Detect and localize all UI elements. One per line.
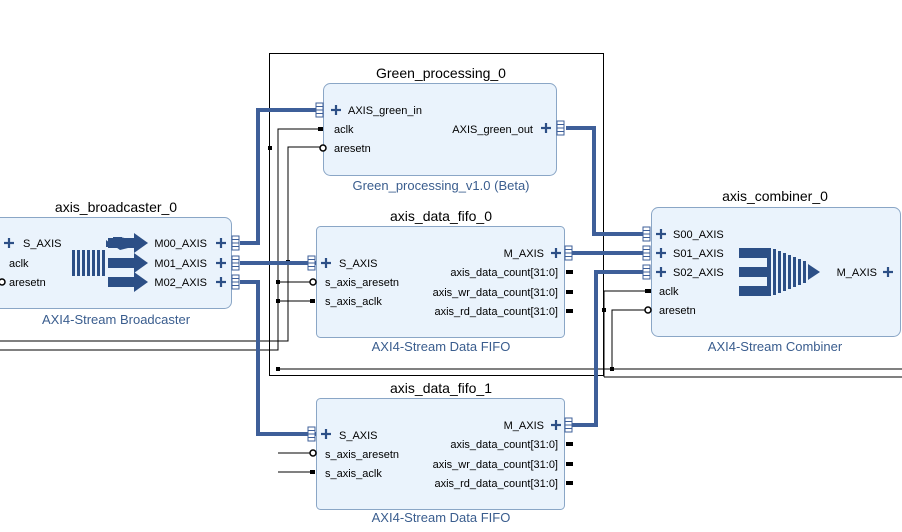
port-aresetn[interactable]: aresetn (0, 277, 46, 289)
svg-text:aclk: aclk (659, 286, 679, 298)
port-aclk[interactable]: aclk (318, 124, 354, 136)
block-instance-name: axis_data_fifo_1 (390, 380, 492, 396)
port-m-axis[interactable]: M_AXIS (837, 267, 893, 279)
svg-text:M02_AXIS: M02_AXIS (154, 277, 207, 289)
svg-text:S00_AXIS: S00_AXIS (673, 229, 724, 241)
port-axis-rd-data-count[interactable]: axis_rd_data_count[31:0] (434, 306, 573, 318)
block-green-processing[interactable]: Green_processing_0 Green_processing_v1.0… (315, 65, 565, 193)
port-aresetn[interactable]: aresetn (319, 143, 371, 155)
port-aresetn[interactable]: aresetn (644, 305, 696, 317)
svg-text:axis_data_count[31:0]: axis_data_count[31:0] (450, 439, 558, 451)
svg-text:AXIS_green_in: AXIS_green_in (348, 105, 422, 117)
port-s-axis[interactable]: S_AXIS (307, 426, 378, 442)
port-m-axis[interactable]: M_AXIS (504, 417, 573, 433)
svg-text:M01_AXIS: M01_AXIS (154, 258, 207, 270)
block-axis-combiner[interactable]: axis_combiner_0 AXI4-Stream Combiner S00… (642, 188, 901, 354)
port-axis-data-count[interactable]: axis_data_count[31:0] (450, 439, 573, 451)
svg-text:axis_wr_data_count[31:0]: axis_wr_data_count[31:0] (433, 459, 558, 471)
block-instance-name: Green_processing_0 (376, 65, 506, 81)
svg-text:aclk: aclk (9, 258, 29, 270)
svg-text:axis_wr_data_count[31:0]: axis_wr_data_count[31:0] (433, 287, 558, 299)
port-s01-axis[interactable]: S01_AXIS (642, 245, 724, 261)
port-m-axis[interactable]: M_AXIS (504, 245, 573, 261)
block-instance-name: axis_combiner_0 (722, 188, 828, 204)
port-s00-axis[interactable]: S00_AXIS (642, 226, 724, 242)
svg-text:M00_AXIS: M00_AXIS (154, 238, 207, 250)
svg-text:S_AXIS: S_AXIS (23, 238, 62, 250)
active-low-bubble-icon (309, 449, 317, 457)
svg-text:S_AXIS: S_AXIS (339, 430, 378, 442)
port-s-axis[interactable]: S_AXIS (307, 255, 378, 271)
port-axis-wr-data-count[interactable]: axis_wr_data_count[31:0] (433, 287, 573, 299)
port-axis-data-count[interactable]: axis_data_count[31:0] (450, 267, 573, 279)
hierarchy-frame (269, 53, 604, 376)
bus-green-to-combiner (566, 126, 645, 236)
port-s-axis-aresetn[interactable]: s_axis_aresetn (309, 449, 399, 461)
svg-text:M_AXIS: M_AXIS (504, 420, 544, 432)
port-s-axis-aresetn[interactable]: s_axis_aresetn (309, 277, 399, 289)
block-ip-name: AXI4-Stream Data FIFO (372, 339, 511, 354)
svg-text:axis_rd_data_count[31:0]: axis_rd_data_count[31:0] (434, 306, 558, 318)
port-m02-axis[interactable]: M02_AXIS (154, 274, 240, 290)
svg-text:S_AXIS: S_AXIS (339, 258, 378, 270)
svg-text:AXIS_green_out: AXIS_green_out (452, 124, 533, 136)
svg-text:s_axis_aresetn: s_axis_aresetn (325, 277, 399, 289)
port-axis-green-in[interactable]: AXIS_green_in (315, 102, 422, 118)
svg-text:axis_rd_data_count[31:0]: axis_rd_data_count[31:0] (434, 478, 558, 490)
svg-text:M_AXIS: M_AXIS (504, 248, 544, 260)
svg-text:axis_data_count[31:0]: axis_data_count[31:0] (450, 267, 558, 279)
broadcaster-symbol-icon (72, 233, 148, 292)
svg-text:s_axis_aclk: s_axis_aclk (325, 296, 382, 308)
port-aclk[interactable]: aclk (645, 286, 679, 298)
active-low-bubble-icon (644, 306, 652, 314)
block-ip-name: AXI4-Stream Broadcaster (42, 312, 191, 327)
bus-fifo1-to-combiner (572, 270, 645, 427)
port-s-axis-aclk[interactable]: s_axis_aclk (310, 296, 382, 308)
port-s02-axis[interactable]: S02_AXIS (642, 264, 724, 280)
bus-m00-to-green (240, 108, 316, 245)
block-ip-name: AXI4-Stream Data FIFO (372, 510, 511, 525)
port-s-axis-aclk[interactable]: s_axis_aclk (310, 468, 382, 480)
svg-text:s_axis_aresetn: s_axis_aresetn (325, 449, 399, 461)
port-m00-axis[interactable]: M00_AXIS (154, 235, 240, 251)
axi-stream-buses (240, 108, 645, 436)
block-axis-data-fifo-1[interactable]: axis_data_fifo_1 AXI4-Stream Data FIFO S… (307, 380, 573, 525)
svg-text:S01_AXIS: S01_AXIS (673, 248, 724, 260)
port-axis-wr-data-count[interactable]: axis_wr_data_count[31:0] (433, 459, 573, 471)
block-instance-name: axis_data_fifo_0 (390, 208, 492, 224)
port-m01-axis[interactable]: M01_AXIS (154, 255, 240, 271)
block-instance-name: axis_broadcaster_0 (55, 199, 177, 215)
clock-reset-nets (0, 128, 902, 473)
port-aclk[interactable]: aclk (9, 258, 29, 270)
active-low-bubble-icon (309, 278, 317, 286)
svg-text:aclk: aclk (334, 124, 354, 136)
block-axis-broadcaster[interactable]: axis_broadcaster_0 AXI4-Stream Broadcast… (0, 199, 240, 327)
svg-text:aresetn: aresetn (334, 143, 371, 155)
svg-text:M_AXIS: M_AXIS (837, 267, 877, 279)
active-low-bubble-icon (0, 278, 6, 286)
port-axis-green-out[interactable]: AXIS_green_out (452, 120, 565, 136)
block-ip-name: AXI4-Stream Combiner (708, 339, 843, 354)
svg-text:s_axis_aclk: s_axis_aclk (325, 468, 382, 480)
port-axis-rd-data-count[interactable]: axis_rd_data_count[31:0] (434, 478, 573, 490)
svg-text:S02_AXIS: S02_AXIS (673, 267, 724, 279)
active-low-bubble-icon (319, 144, 327, 152)
block-ip-name: Green_processing_v1.0 (Beta) (352, 178, 529, 193)
svg-text:aresetn: aresetn (9, 277, 46, 289)
combiner-symbol-icon (739, 248, 820, 296)
block-axis-data-fifo-0[interactable]: axis_data_fifo_0 AXI4-Stream Data FIFO S… (307, 208, 573, 354)
svg-text:aresetn: aresetn (659, 305, 696, 317)
port-s-axis[interactable]: S_AXIS (4, 238, 62, 250)
bus-m02-to-fifo1 (240, 280, 316, 436)
